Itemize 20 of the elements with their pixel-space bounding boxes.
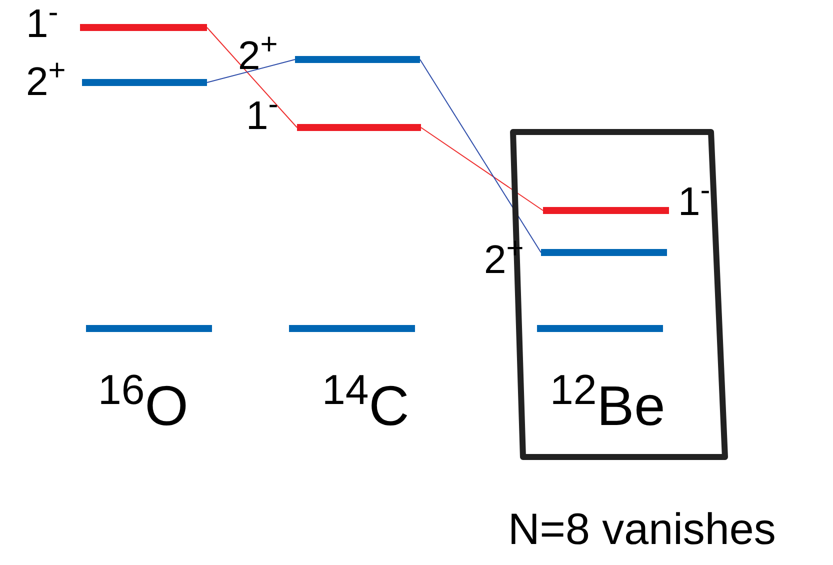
spin-parity-label: 2$^{+}$	[238, 36, 278, 76]
connector-line	[206, 27, 298, 128]
energy-level-bar	[537, 325, 663, 332]
spin-parity-label: 2$^{+}$	[26, 62, 66, 102]
energy-level-bar	[541, 249, 667, 256]
nucleus-frame	[508, 127, 730, 461]
energy-level-bar	[80, 24, 207, 31]
energy-level-bar	[543, 207, 669, 214]
energy-level-bar	[289, 325, 415, 332]
energy-level-bar	[86, 325, 212, 332]
connector-line	[420, 59, 542, 253]
spin-parity-label: 1$^{-}$	[678, 182, 710, 222]
connector-line	[420, 127, 544, 211]
spin-parity-label: 1$^{-}$	[246, 96, 278, 136]
note-text: N=8 vanishes	[508, 508, 776, 552]
energy-level-bar	[295, 56, 420, 63]
connector-line	[206, 59, 296, 83]
spin-parity-label: 1$^{-}$	[26, 4, 58, 44]
energy-level-bar	[297, 124, 421, 131]
energy-level-bar	[82, 79, 207, 86]
